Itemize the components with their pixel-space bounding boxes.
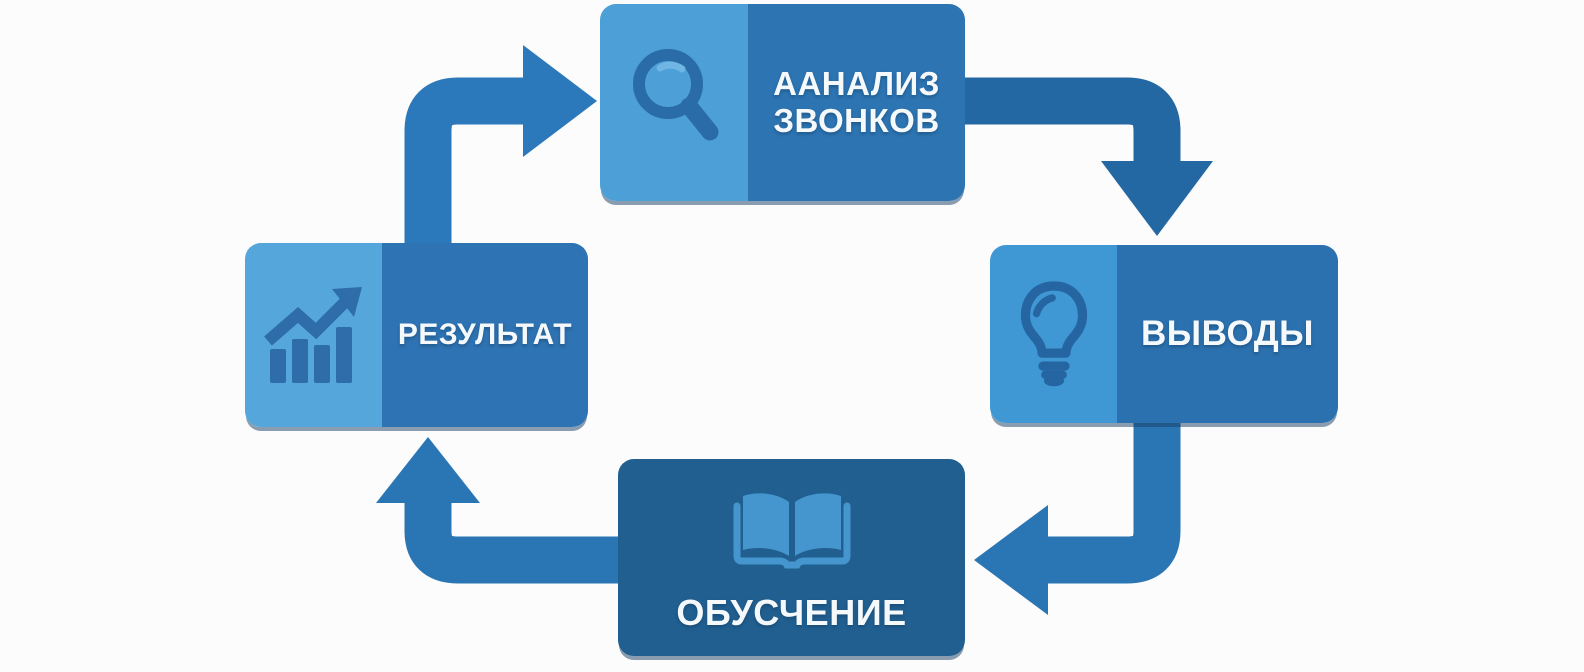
conclusions-body: ВЫВОДЫ bbox=[1117, 245, 1338, 423]
arrow-conclusions-to-training bbox=[974, 420, 1181, 615]
node-training: ОБУСЧЕНИЕ bbox=[618, 459, 965, 656]
node-result: РЕЗУЛЬТАТ bbox=[245, 243, 588, 427]
arrow-analysis-to-conclusions bbox=[963, 77, 1213, 236]
call-analysis-label: ААНАЛИЗ ЗВОНКОВ bbox=[773, 64, 940, 139]
call-analysis-icon-pane bbox=[600, 4, 748, 201]
arrow-result-to-analysis bbox=[404, 45, 597, 244]
conclusions-label: ВЫВОДЫ bbox=[1141, 314, 1314, 354]
node-call-analysis: ААНАЛИЗ ЗВОНКОВ bbox=[600, 4, 965, 201]
call-analysis-body: ААНАЛИЗ ЗВОНКОВ bbox=[748, 4, 965, 201]
training-label: ОБУСЧЕНИЕ bbox=[676, 591, 907, 633]
result-label: РЕЗУЛЬТАТ bbox=[397, 318, 573, 352]
open-book-icon bbox=[729, 488, 855, 589]
conclusions-icon-pane bbox=[990, 245, 1117, 423]
magnifier-icon bbox=[622, 40, 726, 165]
result-body: РЕЗУЛЬТАТ bbox=[382, 243, 588, 427]
lightbulb-icon bbox=[1008, 268, 1100, 401]
training-icon-pane bbox=[729, 488, 855, 589]
bar-chart-growth-icon bbox=[258, 277, 370, 394]
node-conclusions: ВЫВОДЫ bbox=[990, 245, 1338, 423]
result-icon-pane bbox=[245, 243, 382, 427]
arrow-training-to-result bbox=[376, 437, 620, 584]
